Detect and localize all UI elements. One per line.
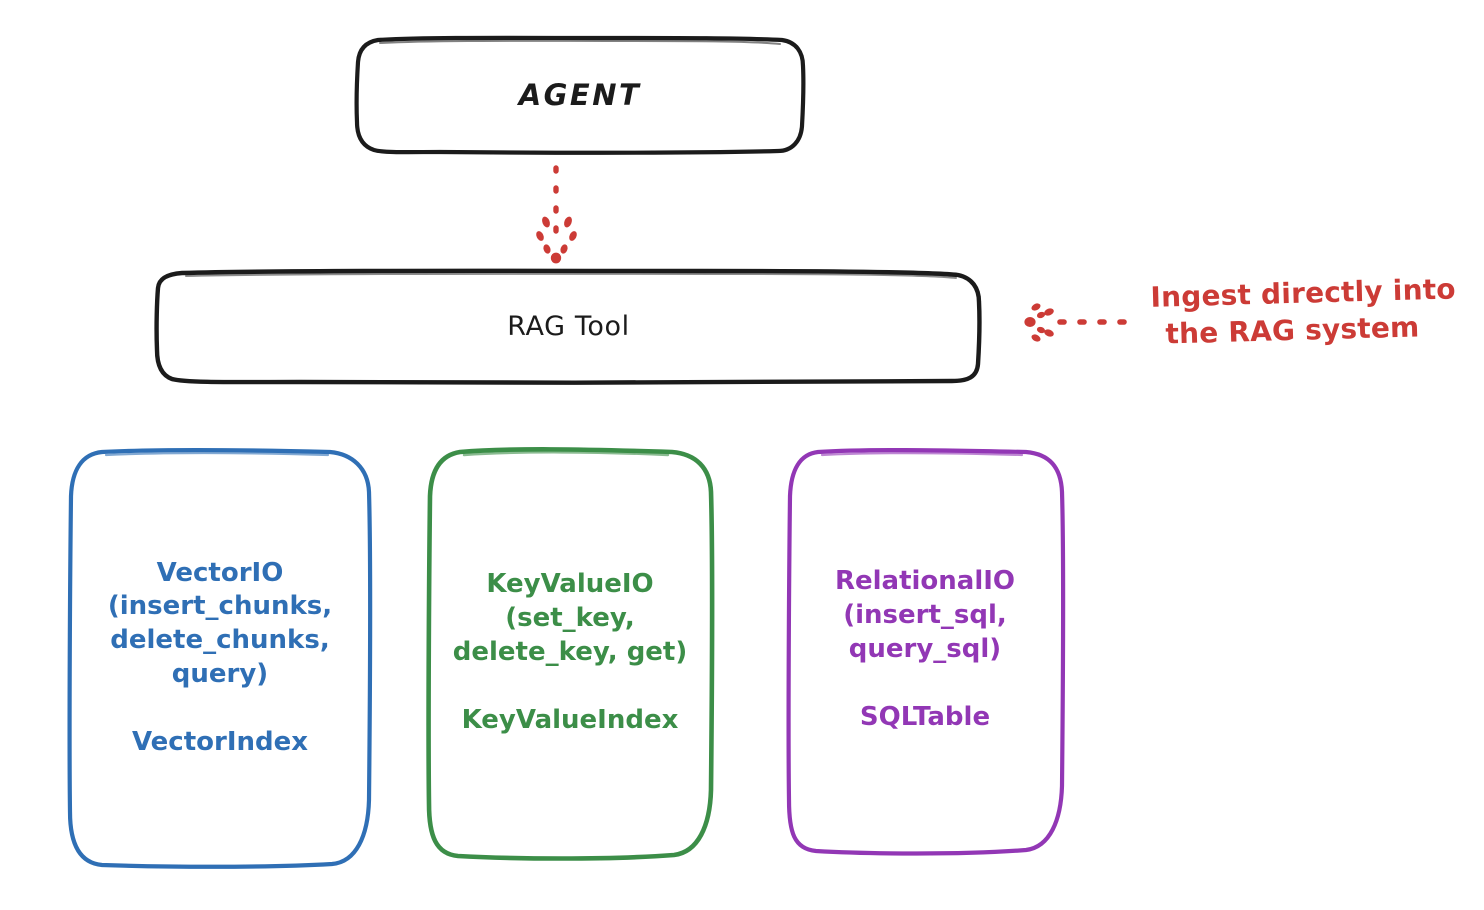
ingest-annotation-line-2: the RAG system [1165, 310, 1420, 351]
relational-io-index-label: SQLTable [859, 701, 991, 732]
vector-io-card[interactable]: VectorIO (insert_chunks, delete_chunks, … [70, 450, 370, 866]
relational-io-card[interactable]: RelationalIO (insert_sql, query_sql) SQL… [789, 450, 1061, 850]
vector-io-api-label: VectorIO (insert_chunks, delete_chunks, … [107, 557, 333, 689]
key-value-io-api-label: KeyValueIO (set_key, delete_key, get) [452, 569, 688, 667]
agent-to-rag-tool-arrow [536, 165, 577, 264]
key-value-io-index-label: KeyValueIndex [461, 704, 679, 735]
rag-tool-label: RAG Tool [507, 310, 630, 342]
agent-node[interactable]: AGENT [356, 38, 804, 153]
agent-label: AGENT [518, 78, 642, 113]
key-value-io-card[interactable]: KeyValueIO (set_key, delete_key, get) Ke… [429, 450, 711, 856]
ingest-to-rag-tool-arrow [1024, 303, 1141, 342]
ingest-annotation: Ingest directly into the RAG system [1148, 271, 1480, 354]
rag-tool-node[interactable]: RAG Tool [157, 271, 980, 382]
vector-io-index-label: VectorIndex [131, 726, 309, 757]
relational-io-api-label: RelationalIO (insert_sql, query_sql) [834, 566, 1016, 664]
